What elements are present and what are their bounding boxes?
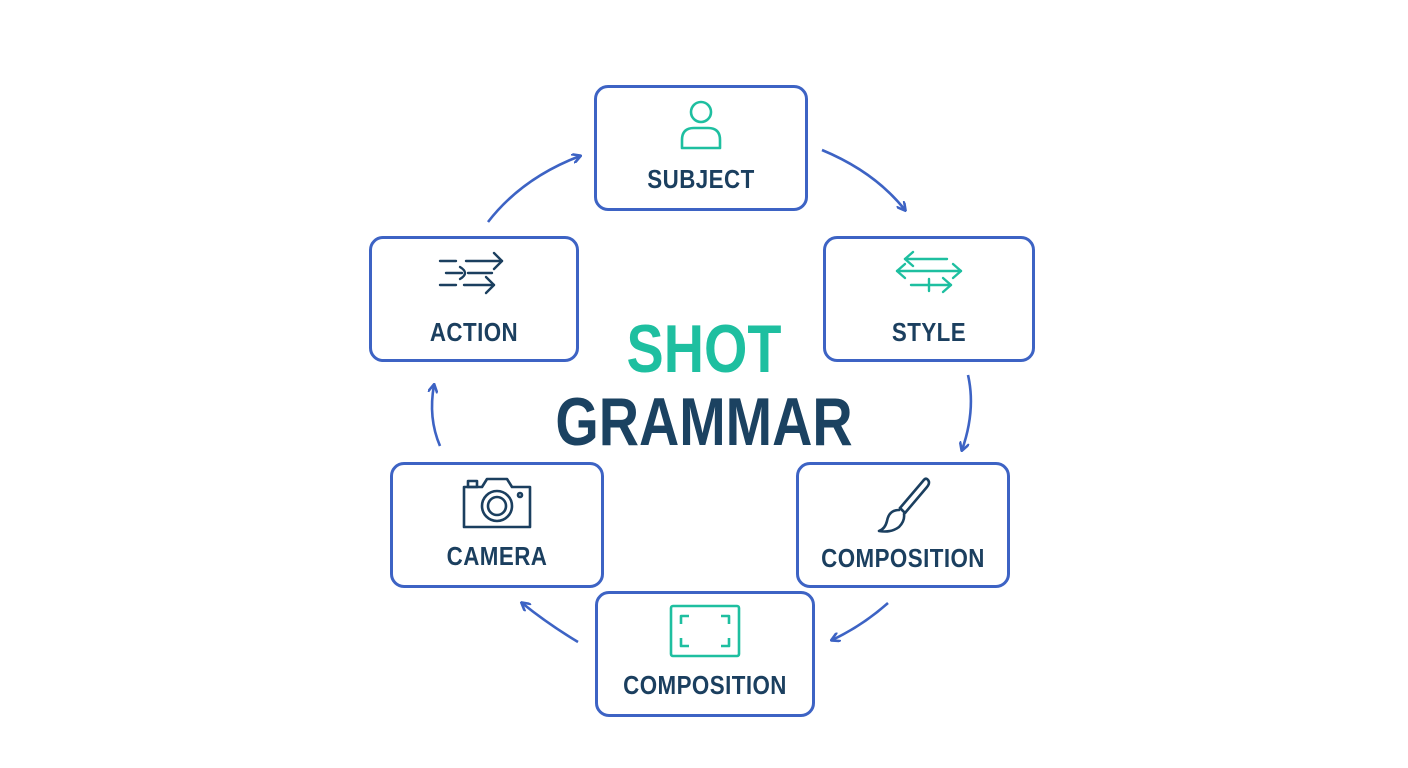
node-composition-brush: COMPOSITION bbox=[796, 462, 1010, 588]
node-composition-frame-label: COMPOSITION bbox=[623, 670, 787, 700]
arrow-style-to-composition bbox=[962, 374, 973, 450]
node-composition-brush-label: COMPOSITION bbox=[821, 543, 985, 573]
node-camera-label: CAMERA bbox=[446, 541, 548, 571]
title-line-grammar: GRAMMAR bbox=[555, 384, 853, 460]
node-style-label: STYLE bbox=[891, 317, 967, 347]
node-subject: SUBJECT bbox=[594, 85, 808, 211]
title-line-shot: SHOT bbox=[626, 311, 782, 387]
motion-arrows-icon bbox=[438, 251, 504, 295]
camera-icon bbox=[462, 477, 532, 529]
node-camera: CAMERA bbox=[390, 462, 604, 588]
arrow-action-to-subject bbox=[486, 156, 580, 223]
node-subject-label: SUBJECT bbox=[647, 164, 755, 194]
node-action-label: ACTION bbox=[429, 317, 519, 347]
arrow-camera-to-action bbox=[432, 385, 442, 447]
paintbrush-icon bbox=[877, 477, 931, 533]
person-icon bbox=[680, 100, 722, 150]
node-style: STYLE bbox=[823, 236, 1035, 362]
arrow-composition-to-composition bbox=[832, 602, 889, 640]
arrow-subject-to-style bbox=[821, 148, 905, 210]
frame-icon bbox=[669, 604, 741, 658]
node-action: ACTION bbox=[369, 236, 579, 362]
arrow-composition-to-camera bbox=[522, 603, 579, 644]
node-composition-frame: COMPOSITION bbox=[595, 591, 815, 717]
swap-arrows-icon bbox=[895, 250, 963, 294]
